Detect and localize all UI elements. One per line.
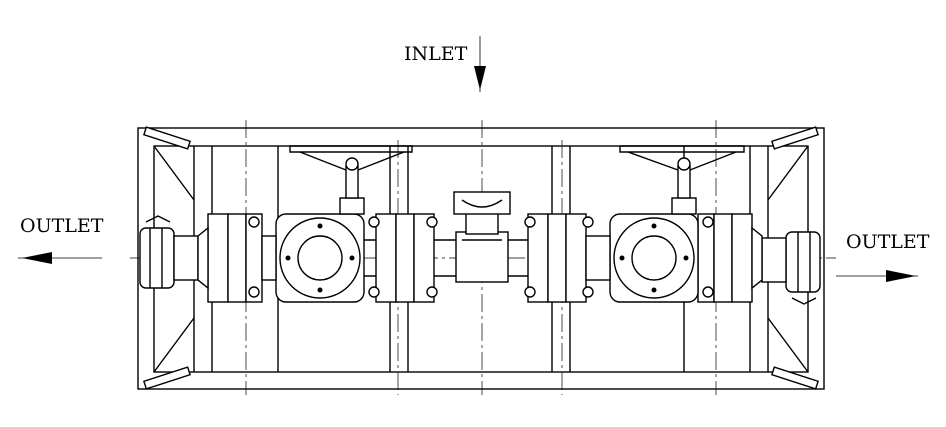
left-union [139, 215, 199, 289]
outlet-right-label: OUTLET [846, 231, 930, 253]
bolt-heads [248, 216, 714, 298]
inlet-tee [453, 191, 511, 283]
arrow-down-icon [474, 36, 486, 92]
outlet-left-label: OUTLET [20, 215, 104, 237]
arrow-right-icon [836, 270, 918, 282]
right-valve [609, 145, 745, 303]
spool-left [197, 226, 277, 290]
left-valve [275, 145, 413, 303]
arrow-left-icon [18, 252, 102, 264]
flanges-right [527, 213, 753, 303]
right-union [761, 231, 821, 305]
inlet-label: INLET [404, 43, 468, 65]
spool-right [585, 226, 763, 290]
